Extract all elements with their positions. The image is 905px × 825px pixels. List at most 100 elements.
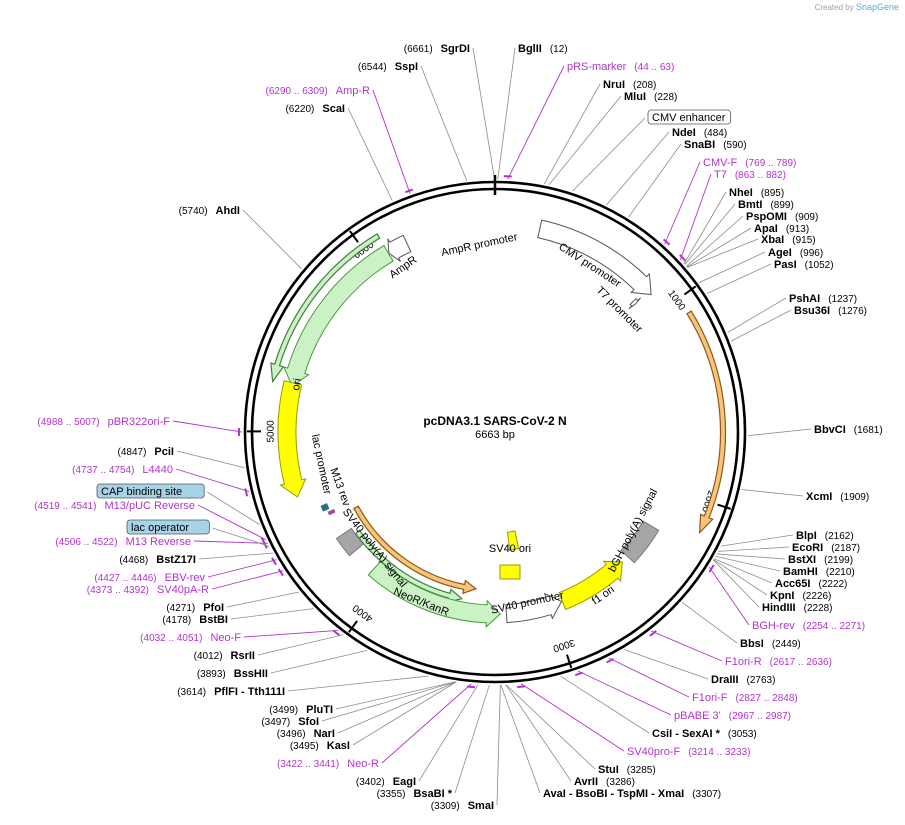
- primer-name: T7: [714, 169, 727, 181]
- primer-name: M13 Reverse: [126, 536, 191, 548]
- boxed-feature-label: [96, 483, 205, 499]
- site-label: (3309)SmaI: [431, 800, 494, 812]
- enzyme-name: SnaBI: [684, 139, 715, 151]
- enzyme-name: BlpI: [796, 530, 817, 542]
- leader-line: [699, 251, 766, 283]
- enzyme-name: PshAI: [789, 293, 820, 305]
- primer-range: (2617 .. 2636): [770, 657, 832, 668]
- enzyme-position: (3893): [197, 669, 226, 680]
- tick-label: 4000: [350, 602, 375, 624]
- enzyme-position: (895): [761, 188, 784, 199]
- leader-line: [577, 670, 672, 716]
- enzyme-name: StuI: [598, 764, 619, 776]
- primer-label: (4988 .. 5007)pBR322ori-F: [37, 416, 170, 428]
- site-label: BmtI(899): [738, 199, 794, 211]
- leader-line: [212, 527, 270, 547]
- site-label: PshAI (1237): [789, 293, 857, 305]
- enzyme-name: BbsI: [740, 638, 764, 650]
- site-label: HindIII (2228): [762, 602, 833, 614]
- site-label: (3496)NarI: [277, 728, 335, 740]
- enzyme-name: AvaI - BsoBI - TspMI - XmaI: [543, 788, 684, 800]
- site-label: CsiI - SexAI *(3053): [652, 728, 757, 740]
- leader-line: [572, 117, 646, 192]
- enzyme-name: AgeI: [768, 247, 792, 259]
- feature-ampr-promoter: [387, 234, 412, 262]
- leader-line: [708, 566, 750, 626]
- primer-mark: [606, 657, 615, 664]
- enzyme-name: PspOMI: [746, 211, 787, 223]
- enzyme-position: (4012): [194, 651, 223, 662]
- enzyme-name: SgrDI: [441, 43, 470, 55]
- leader-line: [352, 681, 457, 746]
- site-label: BstXI(2199): [788, 554, 853, 566]
- enzyme-name: Bsu36I: [794, 305, 830, 317]
- enzyme-name: PflFI - Tth111I: [214, 686, 285, 698]
- leader-line: [687, 238, 759, 268]
- leader-line: [624, 649, 709, 680]
- primer-range: (4032 .. 4051): [140, 633, 202, 644]
- primer-label: (3422 .. 3441)Neo-R: [277, 758, 379, 770]
- enzyme-position: (1052): [805, 260, 834, 271]
- enzyme-name: PciI: [154, 446, 174, 458]
- enzyme-position: (3053): [728, 729, 757, 740]
- leader-line: [686, 227, 752, 268]
- enzyme-name: DraIII: [711, 674, 739, 686]
- enzyme-name: ScaI: [322, 103, 345, 115]
- enzyme-name: SspI: [395, 61, 418, 73]
- site-label: BlpI(2162): [796, 530, 854, 542]
- primer-mark: [708, 564, 715, 573]
- enzyme-name: XcmI: [806, 491, 832, 503]
- leader-line: [686, 215, 744, 267]
- site-label: BglII(12): [518, 43, 568, 55]
- primer-label: (4373 .. 4392)SV40pA-R: [87, 584, 209, 596]
- leader-line: [507, 65, 565, 180]
- leader-line: [505, 684, 572, 782]
- feature-lac-promoter: [320, 503, 330, 512]
- leader-line: [193, 540, 268, 544]
- enzyme-name: AhdI: [216, 205, 240, 217]
- leader-line: [741, 489, 804, 497]
- primer-name: L4440: [142, 464, 173, 476]
- feature-ampr: [282, 244, 394, 387]
- enzyme-position: (208): [633, 80, 656, 91]
- boxed-feature-text: lac operator: [131, 522, 189, 534]
- leader-line: [720, 534, 794, 547]
- enzyme-name: XbaI: [761, 234, 784, 246]
- leader-line: [713, 558, 773, 584]
- site-label: (6544)SspI: [358, 61, 418, 73]
- feature-f1-ori: [558, 560, 623, 611]
- leader-line: [347, 107, 393, 201]
- enzyme-position: (3614): [177, 687, 206, 698]
- enzyme-position: (1237): [828, 294, 857, 305]
- leader-line: [243, 630, 339, 638]
- site-label: DraIII(2763): [711, 674, 775, 686]
- primer-range: (2827 .. 2848): [735, 693, 797, 704]
- primer-name: SV40pro-F: [627, 746, 680, 758]
- enzyme-name: NdeI: [672, 127, 696, 139]
- site-label: XcmI(1909): [806, 491, 869, 503]
- primer-label: F1ori-R(2617 .. 2636): [725, 656, 832, 668]
- primer-label: (4519 .. 4541) M13/pUC Reverse: [34, 500, 195, 512]
- leader-line: [548, 95, 622, 186]
- leader-line: [176, 450, 245, 469]
- enzyme-position: (3497): [261, 717, 290, 728]
- enzyme-name: PluTI: [306, 704, 333, 716]
- enzyme-position: (913): [786, 224, 809, 235]
- enzyme-position: (6220): [285, 104, 314, 115]
- tick-mark: [349, 230, 359, 243]
- primer-name: M13/pUC Reverse: [105, 500, 195, 512]
- enzyme-name: NheI: [729, 187, 753, 199]
- enzyme-position: (2228): [804, 603, 833, 614]
- primer-range: (4506 .. 4522): [55, 537, 117, 548]
- enzyme-name: RsrII: [231, 650, 255, 662]
- enzyme-name: PasI: [774, 259, 797, 271]
- enzyme-name: HindIII: [762, 602, 796, 614]
- enzyme-name: EagI: [393, 776, 416, 788]
- primer-label: (6290 .. 6309)Amp-R: [266, 85, 371, 97]
- leader-lines: [172, 47, 812, 806]
- site-label: (6661)SgrDI: [404, 43, 470, 55]
- primer-range: (4519 .. 4541): [34, 501, 96, 512]
- enzyme-name: BstBI: [199, 614, 228, 626]
- leader-line: [730, 309, 792, 342]
- site-label: Acc65I(2222): [775, 578, 847, 590]
